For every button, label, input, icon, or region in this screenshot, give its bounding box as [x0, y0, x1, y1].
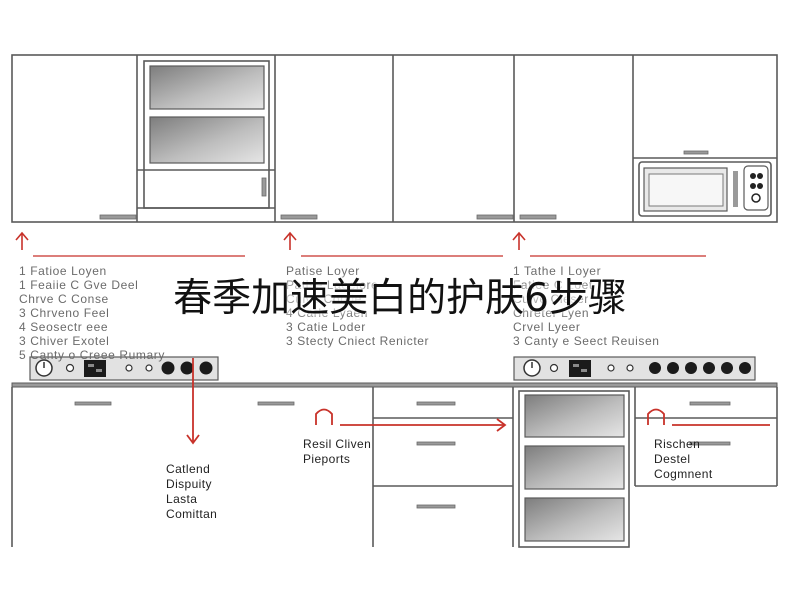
callout-left-line: Catlend: [166, 462, 211, 476]
handle: [261, 177, 267, 197]
center-label-item: 3 Catie Loder: [286, 320, 366, 334]
callout-right-line: Destel: [654, 452, 691, 466]
handle: [74, 401, 112, 406]
upper-handles: [99, 150, 709, 220]
lower-annotation-arrows: [186, 358, 770, 445]
left-label-item: 3 Chrveno Feel: [19, 306, 110, 320]
upper-cabinets: [11, 54, 778, 223]
handle: [416, 504, 456, 509]
oven-door-middle: [524, 445, 625, 490]
handle: [280, 214, 318, 220]
center-label-list: Patise Loyer Patise Laeeiore Cuive Conti…: [286, 264, 429, 348]
glass-panel-lower: [149, 116, 265, 164]
right-label-item: Cuive Cleser: [513, 292, 589, 306]
lower-cabinets: [11, 387, 778, 548]
microwave-control-panel: [743, 165, 769, 211]
handle: [683, 150, 709, 155]
handle: [476, 214, 514, 220]
center-label-item: 3 Stecty Cniect Renicter: [286, 334, 430, 348]
left-label-item: 5 Canty o Creee Rumary: [19, 348, 165, 362]
handle: [416, 401, 456, 406]
callout-center-line: Resil Cliven: [303, 437, 372, 451]
callout-right-line: Rischen: [654, 437, 701, 451]
callout-left-line: Dispuity: [166, 477, 212, 491]
overlay-title: 春季加速美白的护肤6步骤: [173, 276, 627, 321]
glass-panel-upper: [149, 65, 265, 110]
center-label-item: Patise Loyer: [286, 264, 360, 278]
callout-left-line: Comittan: [166, 507, 218, 521]
callout-left-line: Lasta: [166, 492, 198, 506]
handle: [416, 441, 456, 446]
left-label-item: 1 Feaiie C Gve Deel: [19, 278, 139, 292]
upper-cabinet-run: [11, 54, 778, 223]
handle: [689, 441, 731, 446]
center-label-item: Patise Laeeiore: [286, 278, 379, 292]
right-label-item: 3 Canty e Seect Reuisen: [513, 334, 660, 348]
left-label-list: 1 Fatioe Loyen 1 Feaiie C Gve Deel Chrve…: [19, 264, 165, 362]
cooktop-left: [29, 356, 219, 381]
cooktop-right: [513, 356, 756, 381]
handle: [257, 401, 295, 406]
callout-center-line: Pieports: [303, 452, 351, 466]
upper-annotation-arrows: [15, 231, 706, 257]
left-label-item: Chrve C Conse: [19, 292, 109, 306]
handle: [689, 401, 731, 406]
center-label-item: Cuive Contie: [286, 292, 362, 306]
right-label-item: Crvel Lyeer: [513, 320, 581, 334]
oven-door-top: [524, 394, 625, 438]
right-label-item: 1 Tathe I Loyer: [513, 264, 602, 278]
callout-right-line: Cogmnent: [654, 467, 713, 481]
left-label-item: 4 Seosectr eee: [19, 320, 109, 334]
center-label-item: 4 Carle Lyaen: [286, 306, 369, 320]
lower-handles: [74, 401, 731, 509]
handle: [519, 214, 557, 220]
microwave-handle: [733, 171, 738, 207]
callout-right-label: Rischen Destel Cogmnent: [654, 437, 713, 482]
left-label-item: 1 Fatioe Loyen: [19, 264, 107, 278]
countertop: [11, 382, 778, 388]
callout-left-label: Catlend Dispuity Lasta Comittan: [166, 462, 217, 522]
right-label-list: 1 Tathe I Loyer Fatiee C Loet Cuive Cles…: [513, 264, 660, 348]
callout-center-label: Resil Cliven Pieports: [303, 437, 371, 467]
right-label-item: Fatiee C Loet: [513, 278, 593, 292]
oven-tower-frame: [518, 390, 630, 548]
right-label-item: Chreter Lyen: [513, 306, 590, 320]
microwave: [638, 161, 772, 217]
left-label-item: 3 Chiver Exotel: [19, 334, 110, 348]
oven-door-bottom: [524, 497, 625, 542]
handle: [99, 214, 137, 220]
